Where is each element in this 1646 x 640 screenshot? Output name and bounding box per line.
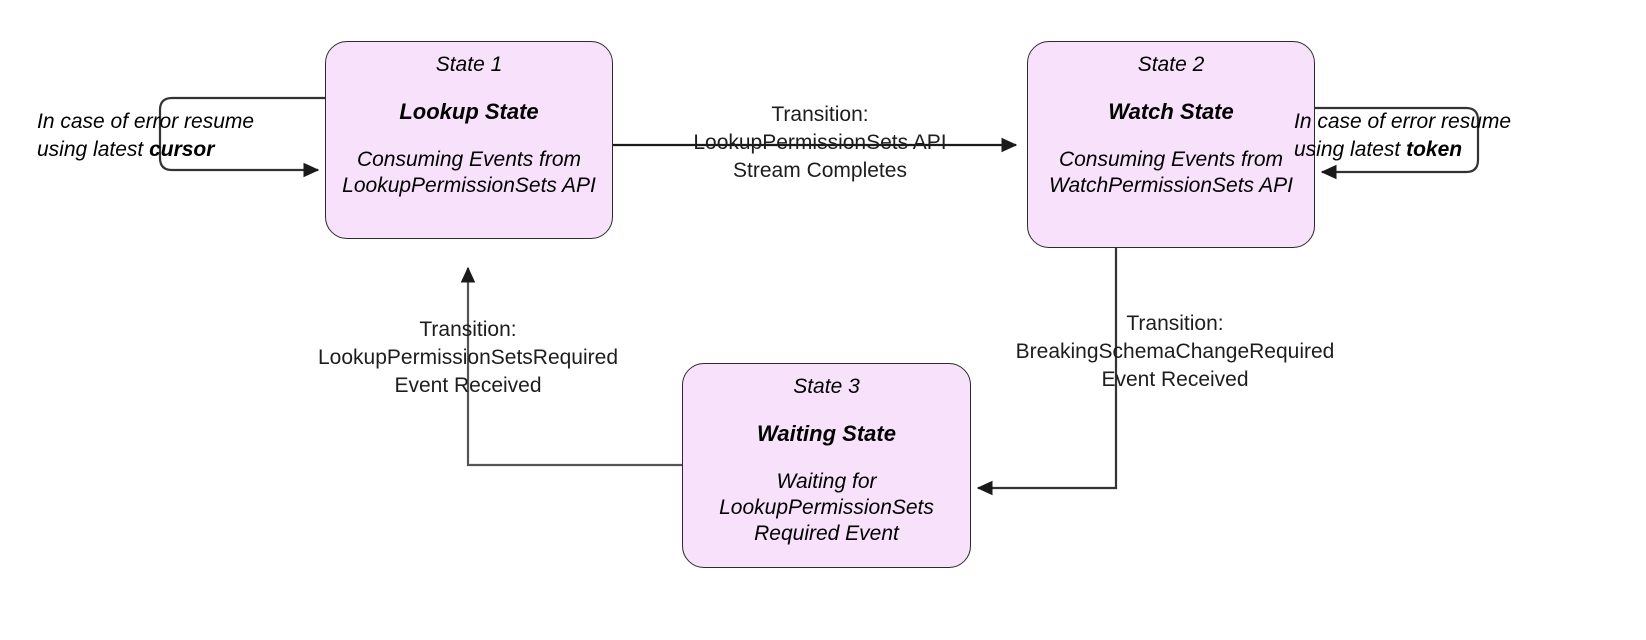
state-3-description: Waiting for LookupPermissionSets Require… <box>719 470 934 545</box>
state-1-id: State 1 <box>435 53 503 76</box>
self-loop-token-emphasis: token <box>1406 138 1463 161</box>
self-loop-label-token: In case of error resume using latest tok… <box>1294 108 1544 164</box>
transition-label-watch-to-waiting: Transition: BreakingSchemaChangeRequired… <box>1015 312 1335 391</box>
state-node-1[interactable]: State 1 Lookup State Consuming Events fr… <box>325 41 613 239</box>
self-loop-token-prefix: In case of error resume using latest <box>1294 110 1512 161</box>
transition-label-waiting-to-lookup: Transition: LookupPermissionSetsRequired… <box>318 318 618 397</box>
state-1-title: Lookup State <box>399 99 539 124</box>
state-3-title: Waiting State <box>757 421 896 446</box>
state-2-id: State 2 <box>1137 53 1205 76</box>
state-1-description: Consuming Events from LookupPermissionSe… <box>342 148 596 197</box>
self-loop-cursor-emphasis: cursor <box>149 138 215 161</box>
self-loop-cursor-prefix: In case of error resume using latest <box>37 110 255 161</box>
state-node-3[interactable]: State 3 Waiting State Waiting for Lookup… <box>682 363 971 568</box>
state-2-description: Consuming Events from WatchPermissionSet… <box>1049 148 1293 197</box>
self-loop-label-cursor: In case of error resume using latest cur… <box>37 108 297 164</box>
state-2-title: Watch State <box>1108 99 1234 124</box>
transition-label-lookup-to-watch: Transition: LookupPermissionSets API Str… <box>693 103 947 182</box>
state-node-2[interactable]: State 2 Watch State Consuming Events fro… <box>1027 41 1315 248</box>
state-3-id: State 3 <box>793 375 860 398</box>
